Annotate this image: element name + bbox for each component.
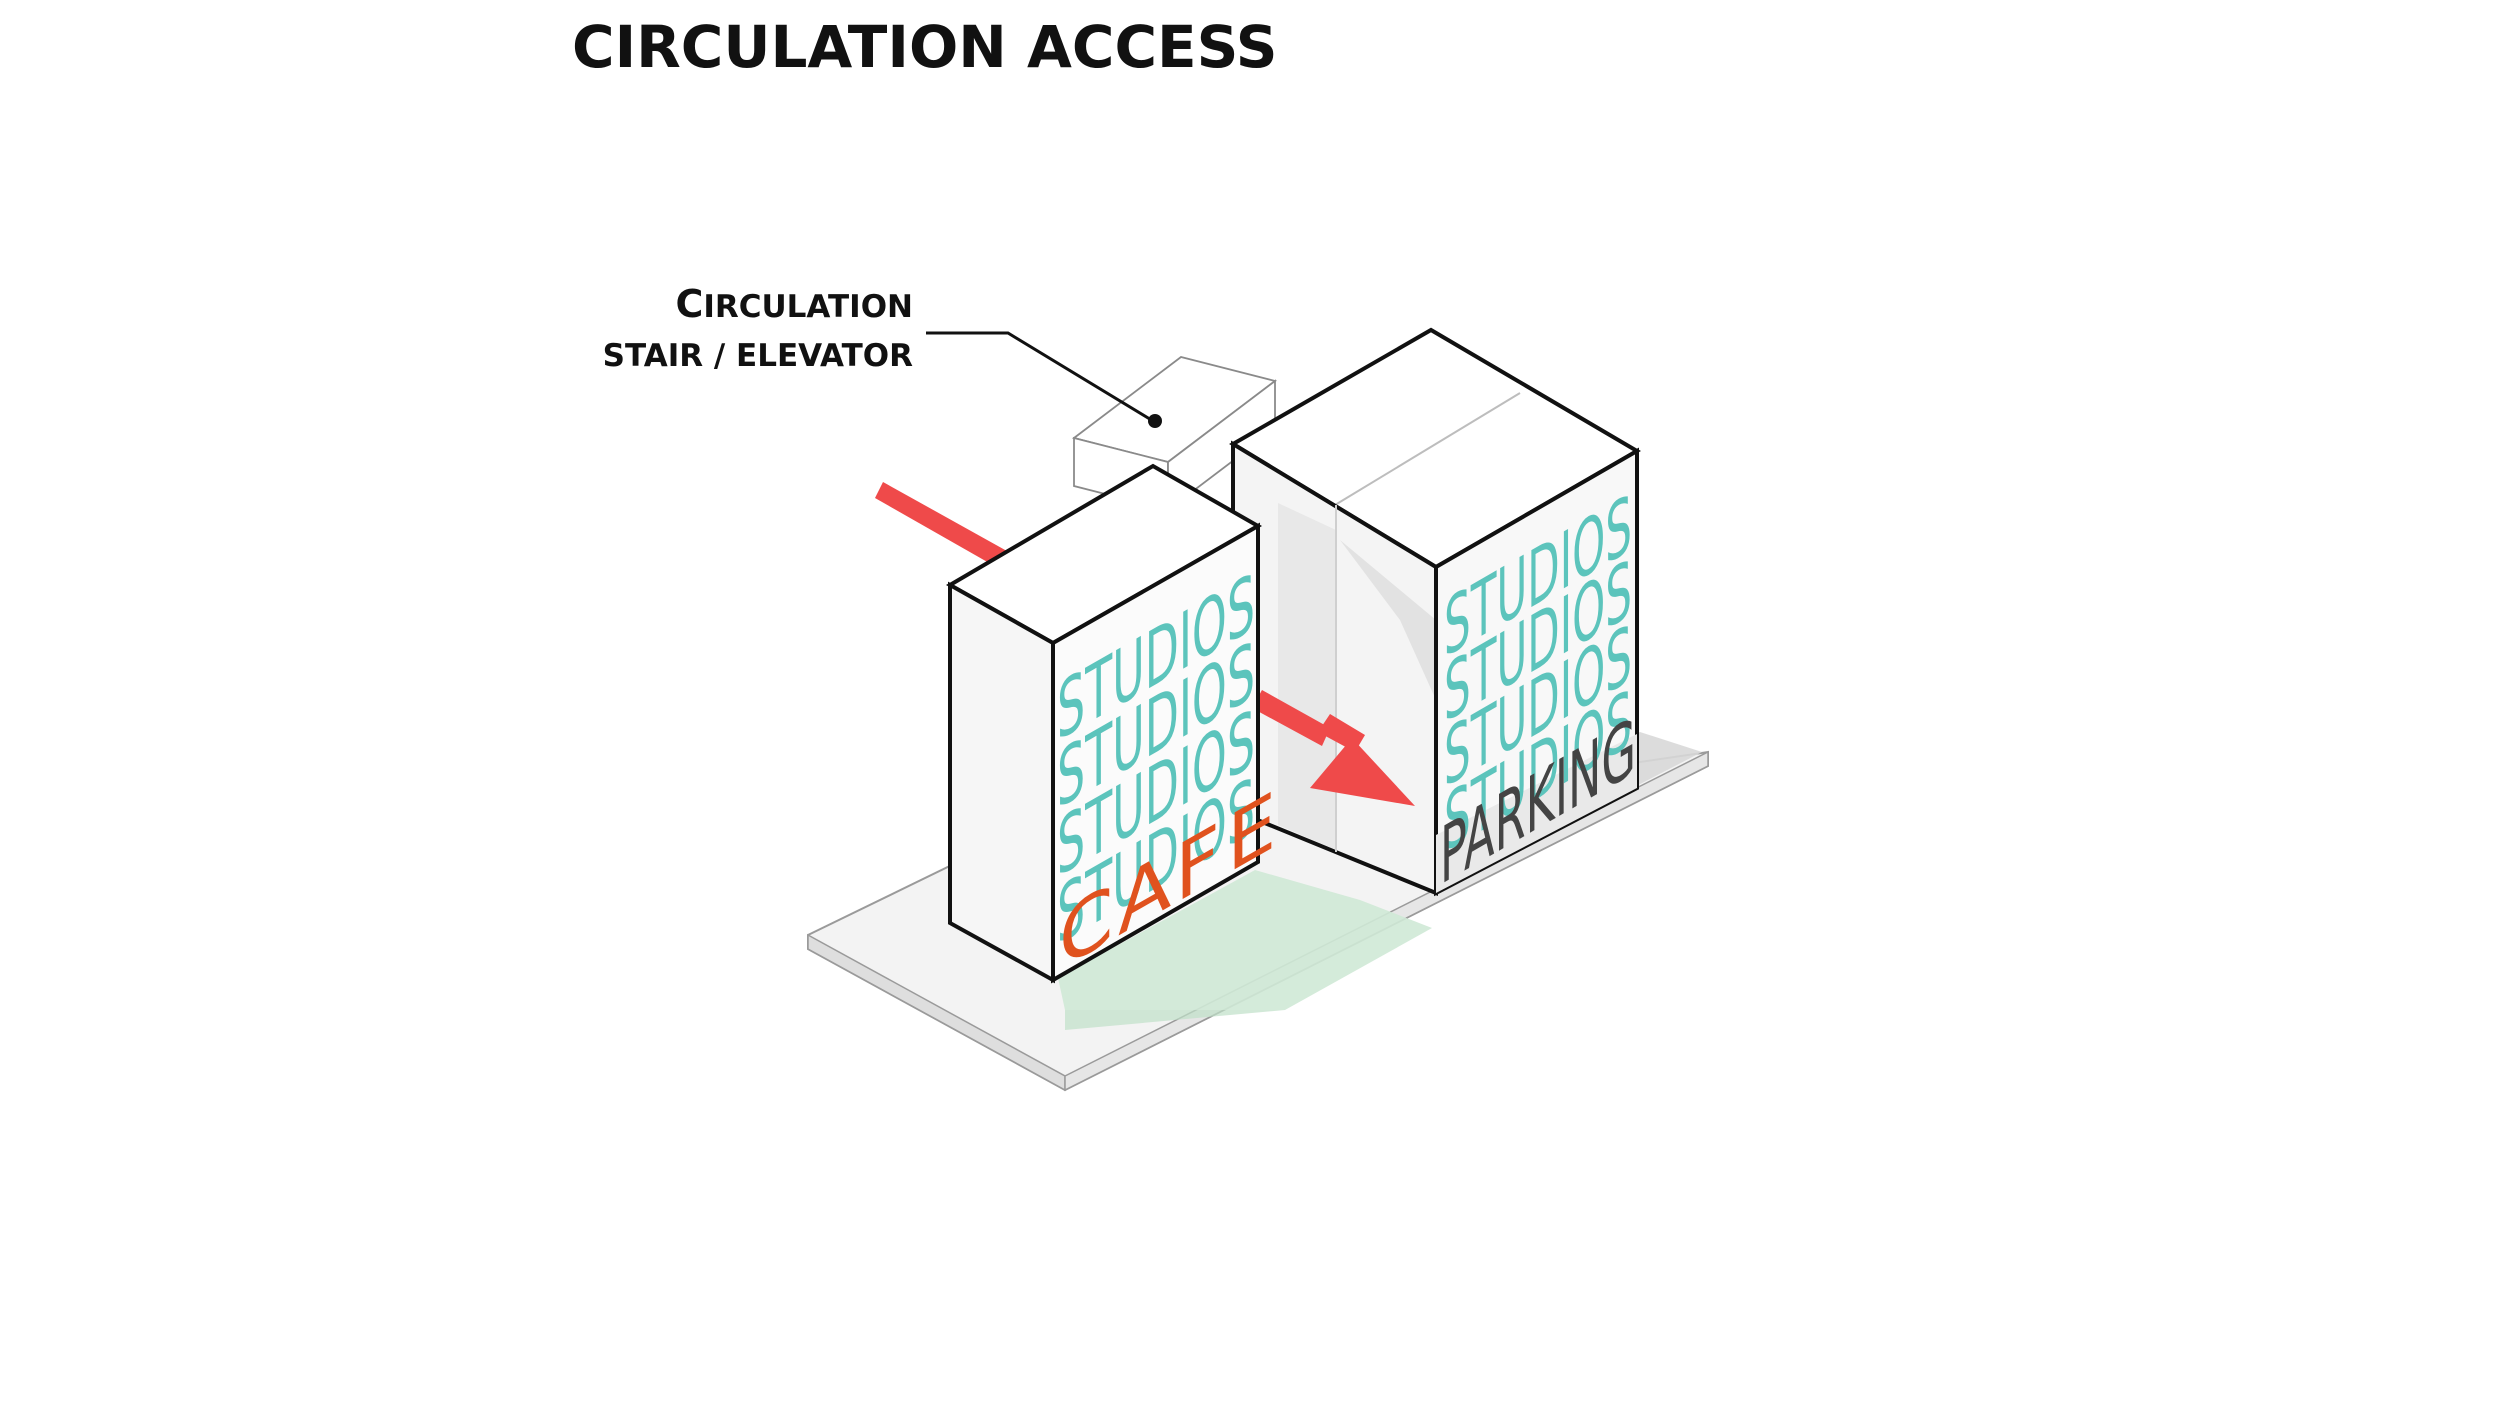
diagram-title: CIRCULATION ACCESS	[572, 13, 1278, 81]
circulation-callout: CIRCULATION STAIR / ELEVATOR	[603, 282, 1162, 428]
callout-rest: IRCULATION	[703, 289, 913, 325]
callout-line-2: STAIR / ELEVATOR	[603, 338, 913, 374]
callout-leader-dot	[1148, 414, 1162, 428]
circulation-arrow-head	[1252, 690, 1415, 806]
courtyard-shadow	[1065, 975, 1285, 1030]
callout-initial: C	[675, 282, 703, 326]
callout-line-1: CIRCULATION	[675, 282, 913, 326]
callout-leader-line	[926, 331, 1154, 423]
left-building-facade: STUDIOS STUDIOS STUDIOS STUDIOS C A F E	[1057, 555, 1276, 988]
left-building	[945, 463, 1263, 984]
courtyard-area	[1058, 870, 1432, 1010]
